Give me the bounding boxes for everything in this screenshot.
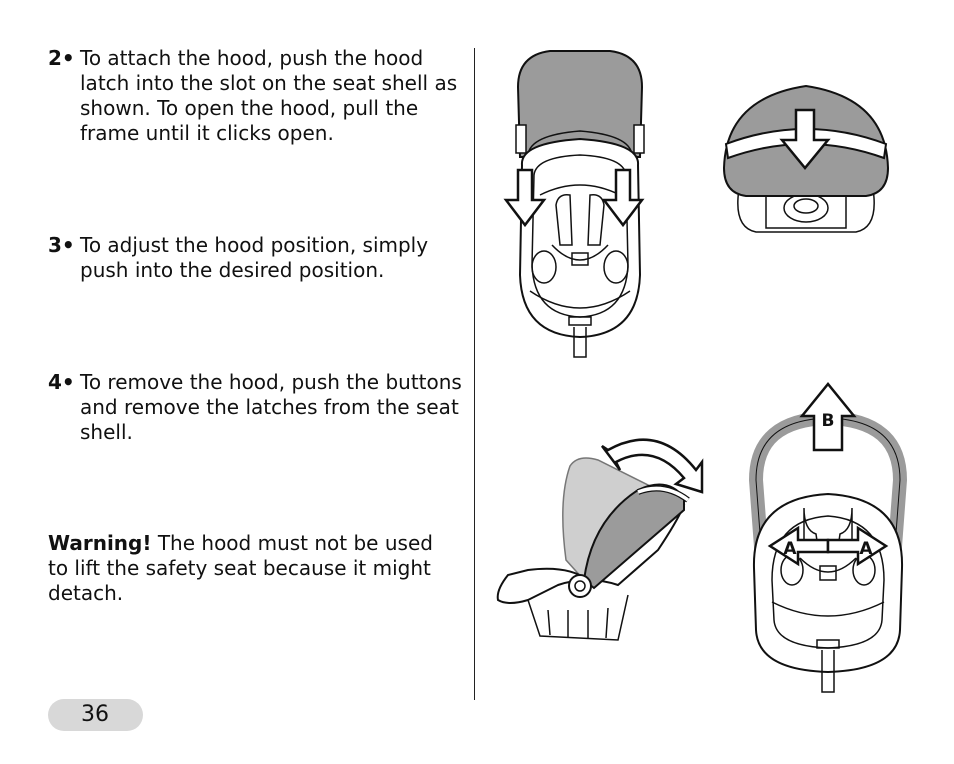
step-number: 2• (48, 46, 75, 70)
hood-remove-illustration: B A A (748, 382, 908, 693)
label-a-left: A (783, 539, 797, 559)
page-number-badge: 36 (48, 699, 143, 731)
hood-attach-illustration (503, 50, 645, 358)
hood-adjust-illustration (722, 84, 890, 233)
step-number: 4• (48, 370, 75, 394)
warning-note: Warning! The hood must not be used to li… (48, 531, 458, 606)
step-number: 3• (48, 233, 75, 257)
warning-text: The hood must not be used to lift the sa… (48, 531, 433, 605)
step-3: 3• To adjust the hood position, simply p… (48, 233, 468, 283)
step-text: To adjust the hood position, simply push… (80, 233, 429, 282)
warning-label: Warning! (48, 531, 152, 555)
step-text: To remove the hood, push the buttons and… (80, 370, 462, 444)
step-2: 2• To attach the hood, push the hood lat… (48, 46, 468, 146)
hood-position-illustration (496, 438, 704, 641)
column-divider (474, 48, 475, 700)
label-a-right: A (859, 539, 873, 559)
step-4: 4• To remove the hood, push the buttons … (48, 370, 468, 445)
step-text: To attach the hood, push the hood latch … (80, 46, 458, 145)
label-b: B (822, 411, 835, 431)
page-number: 36 (81, 702, 109, 727)
